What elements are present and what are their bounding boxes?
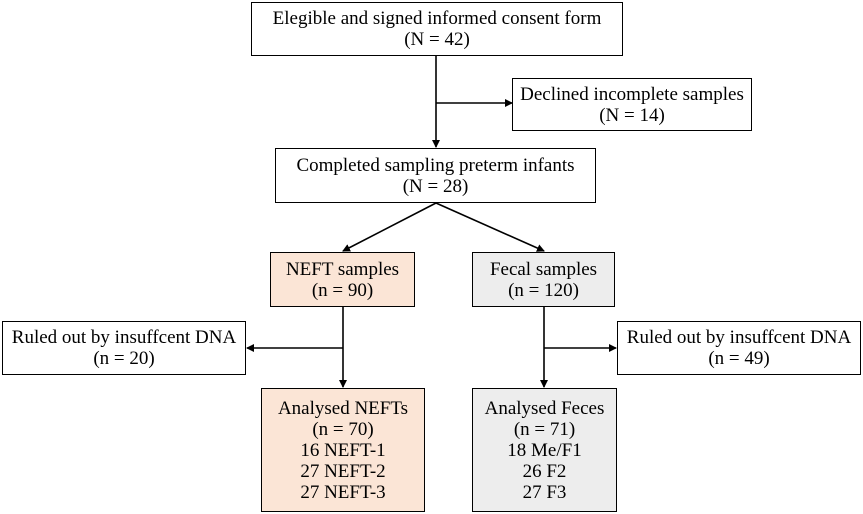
analysed-feces-item: 26 F2	[522, 460, 567, 482]
analysed-nefts-item: 27 NEFT-2	[300, 460, 386, 482]
analysed-nefts-title: Analysed NEFTs	[277, 397, 409, 419]
neft-samples-title: NEFT samples	[285, 258, 400, 280]
consent-title: Elegible and signed informed consent for…	[272, 8, 602, 29]
arrow-completed-to-neft	[342, 202, 437, 252]
analysed-feces-title: Analysed Feces	[484, 397, 605, 419]
fecal-samples-count: (n = 120)	[508, 279, 579, 301]
analysed-nefts-box: Analysed NEFTs (n = 70) 16 NEFT-1 27 NEF…	[261, 388, 425, 512]
analysed-feces-count: (n = 71)	[513, 418, 576, 440]
analysed-feces-box: Analysed Feces (n = 71) 18 Me/F1 26 F2 2…	[472, 388, 617, 512]
declined-box: Declined incomplete samples (N = 14)	[512, 78, 752, 131]
ruled-out-fecal-count: (n = 49)	[708, 348, 770, 369]
analysed-nefts-item: 27 NEFT-3	[300, 481, 386, 503]
ruled-out-neft-title: Ruled out by insuffcent DNA	[11, 327, 237, 348]
completed-count: (N = 28)	[402, 175, 469, 197]
ruled-out-neft-count: (n = 20)	[93, 348, 155, 369]
ruled-out-fecal-title: Ruled out by insuffcent DNA	[626, 327, 852, 348]
declined-count: (N = 14)	[599, 104, 665, 126]
completed-box: Completed sampling preterm infants (N = …	[275, 148, 596, 203]
ruled-out-neft-box: Ruled out by insuffcent DNA (n = 20)	[2, 321, 246, 375]
fecal-samples-title: Fecal samples	[489, 258, 598, 280]
consent-count: (N = 42)	[404, 29, 470, 50]
declined-title: Declined incomplete samples	[520, 83, 744, 105]
fecal-samples-box: Fecal samples (n = 120)	[472, 252, 615, 307]
arrow-completed-to-fecal	[435, 202, 545, 252]
neft-samples-box: NEFT samples (n = 90)	[270, 252, 415, 307]
analysed-nefts-count: (n = 70)	[312, 418, 374, 440]
completed-title: Completed sampling preterm infants	[296, 154, 575, 176]
neft-samples-count: (n = 90)	[311, 279, 374, 301]
ruled-out-fecal-box: Ruled out by insuffcent DNA (n = 49)	[617, 321, 861, 375]
analysed-feces-item: 18 Me/F1	[507, 439, 582, 461]
consent-box: Elegible and signed informed consent for…	[251, 2, 623, 56]
analysed-feces-item: 27 F3	[522, 481, 567, 503]
analysed-nefts-item: 16 NEFT-1	[300, 439, 386, 461]
